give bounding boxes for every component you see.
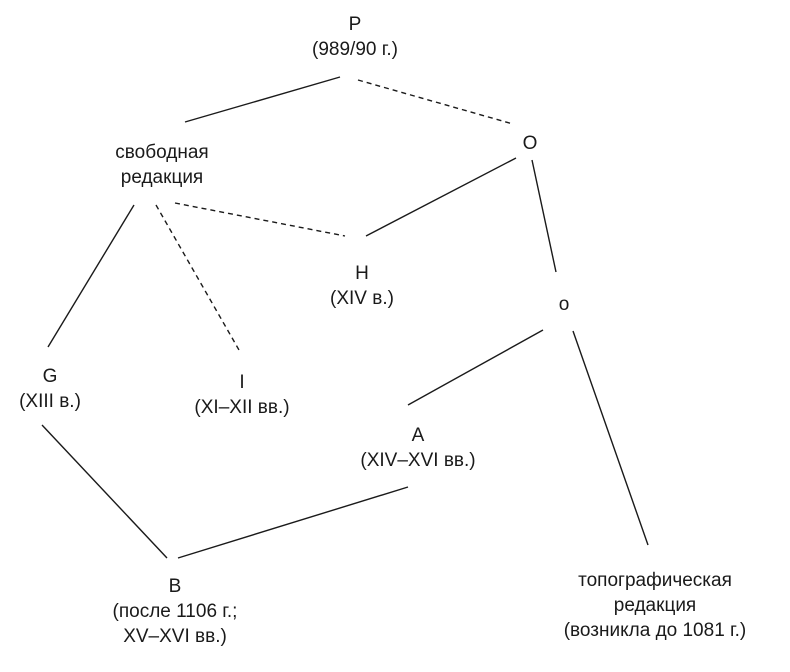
node-date: (XIV–XVI вв.)	[360, 450, 476, 471]
node-label: G	[42, 366, 58, 387]
node-label: O	[522, 133, 538, 154]
node-label: редакция	[120, 167, 204, 188]
edge-g-b	[41, 424, 168, 559]
node-label: топографическая	[578, 570, 732, 591]
edge-p-o	[357, 79, 514, 125]
node-o-lower: o	[559, 292, 570, 317]
node-i: I (XI–XII вв.)	[194, 370, 289, 420]
node-p: P (989/90 г.)	[312, 12, 398, 62]
edge-free-g	[47, 204, 135, 348]
node-label: редакция	[613, 595, 697, 616]
edge-p-free	[184, 76, 341, 123]
node-label: H	[355, 263, 369, 284]
node-date: (XIV в.)	[330, 288, 394, 309]
node-date: XV–XVI вв.)	[123, 626, 227, 647]
node-date: (XIII в.)	[19, 391, 81, 412]
node-b: B (после 1106 г.; XV–XVI вв.)	[113, 574, 238, 649]
node-g: G (XIII в.)	[19, 364, 81, 414]
node-label: B	[168, 576, 182, 597]
edge-o-o	[531, 159, 557, 273]
node-date: (989/90 г.)	[312, 39, 398, 60]
edge-free-i	[155, 204, 240, 351]
node-label: I	[239, 372, 245, 393]
edge-free-h	[174, 202, 346, 237]
node-label: o	[558, 294, 570, 315]
node-free-redaction: свободная редакция	[115, 140, 208, 190]
node-label: свободная	[115, 142, 209, 163]
node-date: (возникла до 1081 г.)	[563, 620, 747, 641]
node-a: A (XIV–XVI вв.)	[360, 423, 475, 473]
node-date: (XI–XII вв.)	[194, 397, 290, 418]
node-label: P	[348, 14, 362, 35]
node-label: A	[411, 425, 425, 446]
edge-o-h	[365, 157, 517, 237]
edge-a-b	[177, 486, 409, 559]
node-topo-redaction: топографическая редакция (возникла до 10…	[564, 568, 747, 643]
edge-o-topo	[572, 330, 649, 546]
node-h: H (XIV в.)	[330, 261, 394, 311]
node-o-upper: O	[523, 131, 538, 156]
edge-o-a	[407, 329, 544, 406]
node-date: (после 1106 г.;	[112, 601, 238, 622]
